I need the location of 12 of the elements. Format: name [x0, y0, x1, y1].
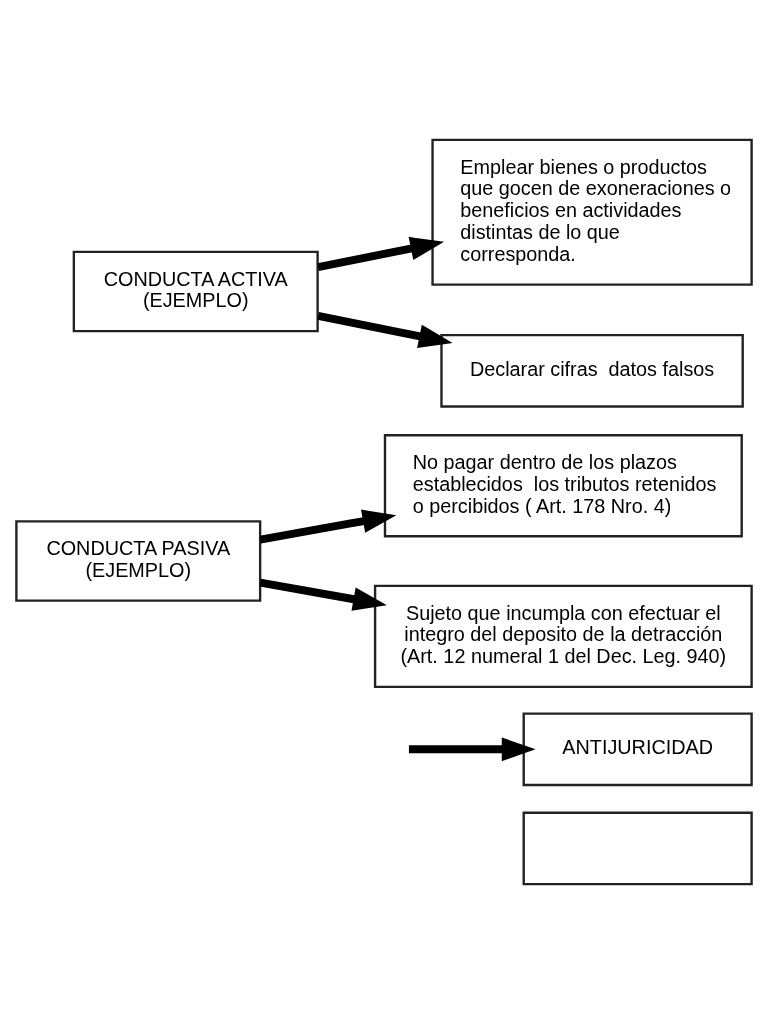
node-box: CONDUCTA PASIVA (EJEMPLO) [15, 520, 262, 602]
node-box: ANTIJURICIDAD [522, 712, 753, 787]
node-box: Declarar cifras datos falsos [440, 333, 744, 408]
arrow [259, 578, 387, 611]
arrow [317, 236, 445, 272]
node-box: CONDUCTA ACTIVA (EJEMPLO) [72, 250, 319, 333]
node-box: Emplear bienes o productos que gocen de exoneraciones o beneficios en actividades distintas de lo que corresponda. [431, 138, 753, 286]
node-box: No pagar dentro de los plazos establecidos los tributos retenidos o percibidos ( Art. 178 Nro. 4) [383, 434, 743, 538]
node-box [522, 811, 753, 886]
arrow [259, 509, 397, 544]
node-box: Sujeto que incumpla con efectuar el integro del deposito de la detracción (Art. 12 numeral 1 del Dec. Leg. 940) [373, 584, 753, 689]
arrow [317, 311, 453, 348]
